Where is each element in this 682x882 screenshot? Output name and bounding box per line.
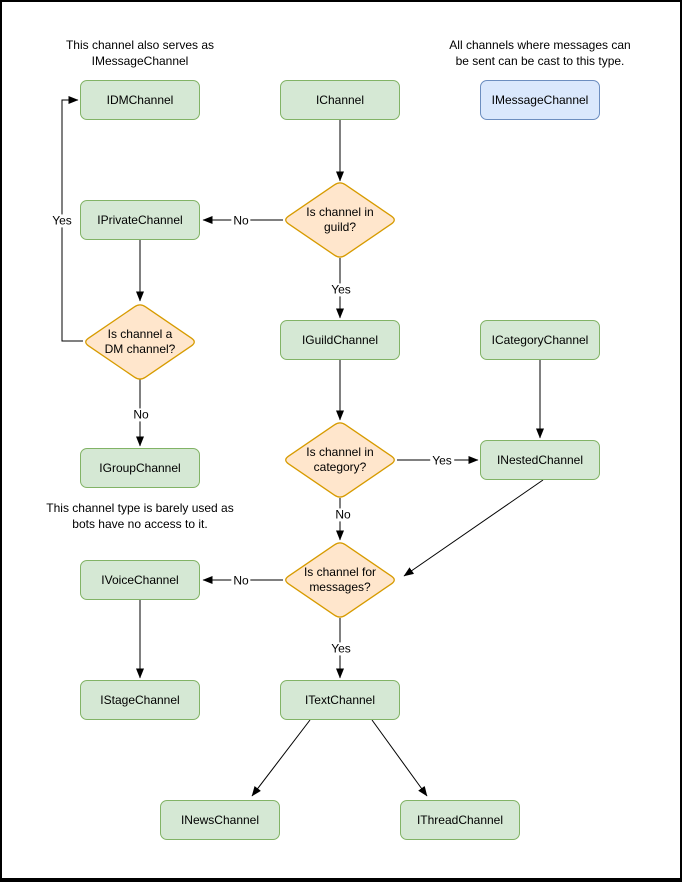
decision-is-channel-in-guild: Is channel in guild?	[283, 181, 397, 259]
node-ivoicechannel: IVoiceChannel	[80, 560, 200, 600]
note-group-channel: This channel type is barely used as bots…	[46, 501, 234, 531]
node-inewschannel: INewsChannel	[160, 800, 280, 840]
node-inestedchannel: INestedChannel	[480, 440, 600, 480]
diamond-shape	[285, 422, 395, 498]
edge-label-messages-no: No	[231, 573, 251, 588]
diamond-shape	[85, 304, 195, 380]
edge-label-category-yes: Yes	[430, 453, 454, 468]
node-istagechannel: IStageChannel	[80, 680, 200, 720]
edge-label-category-no: No	[333, 507, 353, 522]
node-igroupchannel: IGroupChannel	[80, 448, 200, 488]
decision-label: Is channel in guild?	[306, 205, 374, 234]
diamond-shape	[285, 182, 395, 258]
decision-label: Is channel a DM channel?	[104, 327, 176, 356]
note-message-channel: All channels where messages can be sent …	[449, 38, 631, 68]
note-dm-channel: This channel also serves as IMessageChan…	[65, 38, 215, 68]
edge-label-dm-no: No	[131, 407, 151, 422]
edge-label-dm-yes: Yes	[50, 213, 74, 228]
diamond-shape	[285, 542, 395, 618]
decision-is-channel-for-messages: Is channel for messages?	[283, 541, 397, 619]
node-ithreadchannel: IThreadChannel	[400, 800, 520, 840]
node-iguildchannel: IGuildChannel	[280, 320, 400, 360]
node-ichannel: IChannel	[280, 80, 400, 120]
decision-is-channel-a-dm: Is channel a DM channel?	[83, 303, 197, 381]
edge-label-messages-yes: Yes	[329, 641, 353, 656]
node-imessagechannel: IMessageChannel	[480, 80, 600, 120]
decision-label: Is channel in category?	[306, 445, 374, 474]
edge-label-guild-yes: Yes	[329, 282, 353, 297]
node-itextchannel: ITextChannel	[280, 680, 400, 720]
decision-label: Is channel for messages?	[303, 565, 377, 594]
node-icategorychannel: ICategoryChannel	[480, 320, 600, 360]
node-idmchannel: IDMChannel	[80, 80, 200, 120]
edge-label-guild-no: No	[231, 213, 251, 228]
node-iprivatechannel: IPrivateChannel	[80, 200, 200, 240]
decision-is-channel-in-category: Is channel in category?	[283, 421, 397, 499]
